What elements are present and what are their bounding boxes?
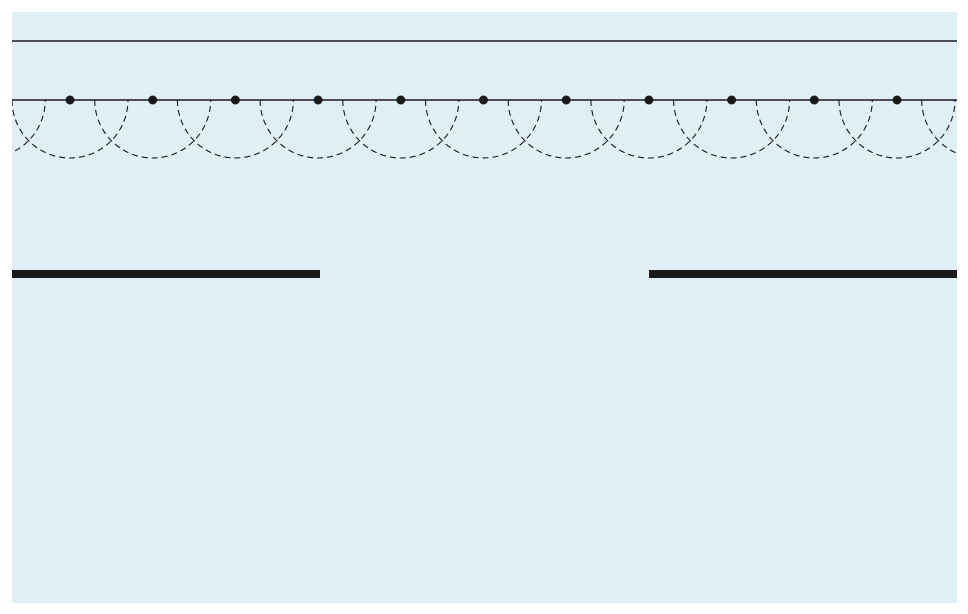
wavelet-arc <box>838 99 956 159</box>
point-source <box>479 95 488 105</box>
wavelet-arc <box>424 99 543 159</box>
wavelet-arc <box>673 99 791 159</box>
barrier-left <box>12 270 320 278</box>
wavelet-arc <box>176 99 294 159</box>
point-source <box>313 95 323 105</box>
wavelet-arc <box>259 99 377 159</box>
point-source <box>809 95 819 105</box>
wavelet-arc <box>12 99 129 159</box>
wavelet-arc <box>507 99 625 159</box>
secondary-wavelets <box>12 99 957 159</box>
wavelet-arc <box>755 99 873 159</box>
point-source <box>561 95 571 105</box>
wavelet-arc <box>590 99 708 159</box>
wavelet-arc <box>94 99 212 159</box>
point-source <box>148 95 158 105</box>
point-source <box>396 95 406 105</box>
point-source <box>65 95 75 105</box>
point-source <box>230 95 240 105</box>
point-sources <box>65 95 902 105</box>
wavelet-arc <box>12 99 46 153</box>
point-source <box>892 95 902 105</box>
diagram-panel <box>12 12 957 603</box>
point-source <box>727 95 737 105</box>
point-source <box>644 95 654 105</box>
barrier-right <box>649 270 957 278</box>
wavelet-arc <box>342 99 460 159</box>
